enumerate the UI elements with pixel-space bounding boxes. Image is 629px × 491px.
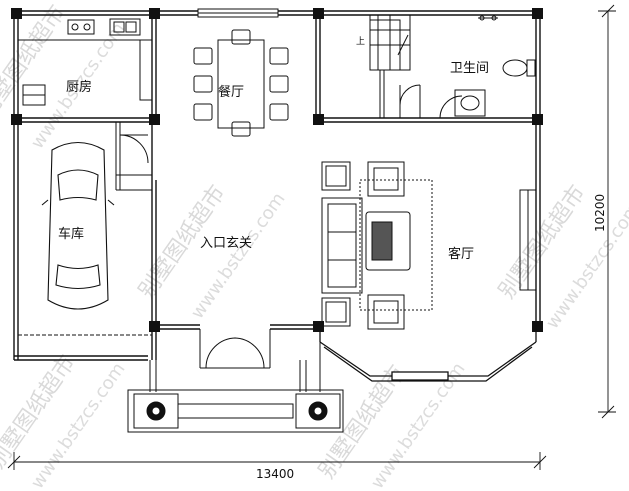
- top-window: [197, 8, 279, 18]
- tv-cabinet: [519, 189, 537, 291]
- closet: [115, 122, 152, 191]
- bathroom-fixtures: [439, 15, 536, 119]
- room-label-garage: 车库: [58, 226, 84, 242]
- room-label-living: 客厅: [448, 246, 474, 262]
- dimension-lines: [7, 4, 616, 470]
- entrance: [127, 329, 344, 433]
- stove-icon: [67, 19, 95, 35]
- stair-up-label: 上: [356, 36, 365, 47]
- dining-table: [193, 29, 289, 137]
- staircase: [369, 14, 421, 118]
- room-label-entrance: 入口玄关: [200, 236, 252, 251]
- room-label-bathroom: 卫生间: [450, 61, 489, 76]
- kitchen: [17, 14, 153, 106]
- sofa-set: [321, 161, 433, 330]
- columns: [11, 8, 543, 332]
- bay-window: [319, 325, 537, 382]
- dimension-width: 13400: [256, 467, 294, 481]
- dimension-depth: 10200: [593, 194, 607, 232]
- toilet-icon: [502, 59, 528, 77]
- car-outline: [41, 141, 115, 310]
- room-label-dining: 餐厅: [218, 84, 244, 100]
- basin-icon: [454, 89, 486, 117]
- sink-icon: [109, 18, 141, 36]
- room-label-kitchen: 厨房: [66, 79, 92, 95]
